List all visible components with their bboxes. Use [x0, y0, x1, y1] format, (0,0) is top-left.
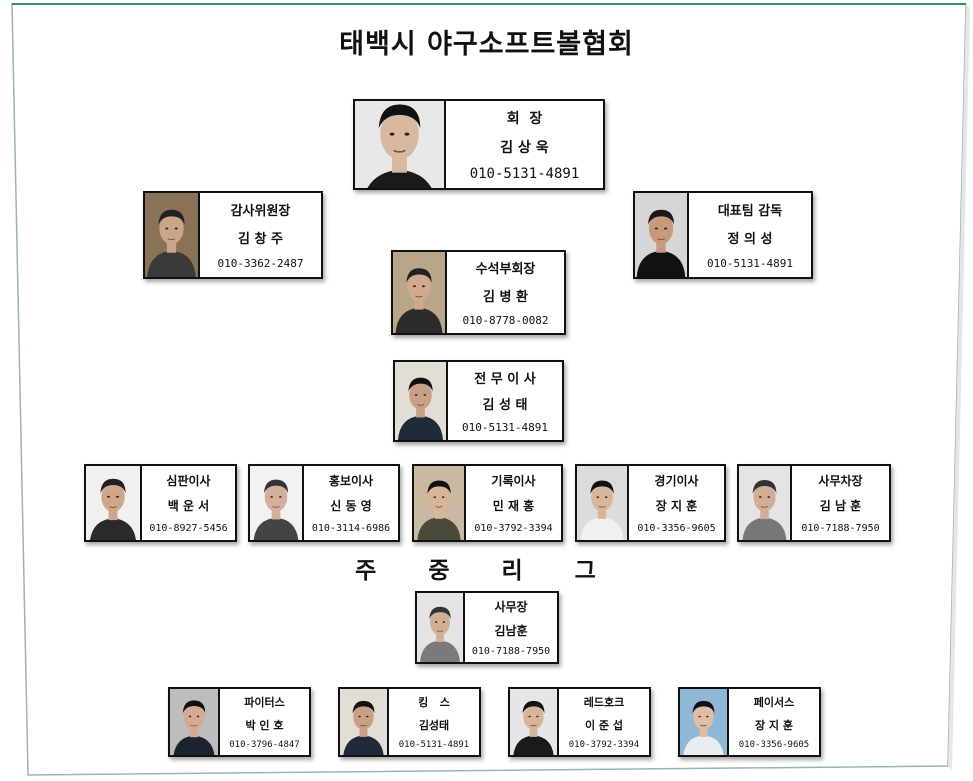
member-role: 감사위원장	[230, 203, 291, 219]
member-phone: 010-3362-2487	[217, 257, 304, 271]
member-phone: 010-3356-9605	[637, 522, 716, 534]
member-photo	[395, 362, 448, 440]
member-photo	[577, 466, 629, 540]
member-name: 백 운 서	[167, 499, 210, 514]
member-phone: 010-3792-3394	[568, 739, 640, 750]
member-photo	[340, 689, 389, 755]
member-photo	[510, 689, 559, 755]
member-phone: 010-7188-7950	[801, 522, 880, 534]
member-role: 수석부회장	[475, 262, 536, 278]
member-phone: 010-3356-9605	[738, 739, 810, 750]
member-role: 사무차장	[818, 474, 863, 489]
member-phone: 010-3114-6986	[311, 522, 391, 534]
member-role: 킹 스	[418, 696, 450, 710]
member-phone: 010-3792-3394	[474, 522, 553, 534]
member-phone: 010-7188-7950	[471, 645, 551, 657]
member-phone: 010-8778-0082	[462, 313, 549, 327]
member-photo	[393, 252, 447, 333]
member-role: 사무장	[494, 600, 528, 615]
member-photo	[739, 466, 792, 540]
member-role: 심판이사	[166, 474, 211, 489]
page-title: 태백시 야구소프트볼협회	[339, 29, 634, 60]
member-phone: 010-5131-4891	[461, 421, 549, 435]
member-phone: 010-5131-4891	[469, 165, 580, 182]
member-role: 기록이사	[491, 474, 536, 489]
member-role: 레드호크	[583, 696, 625, 710]
member-role: 회 장	[506, 110, 543, 127]
member-name: 김남훈	[494, 623, 528, 638]
league-title: 주 중 리 그	[355, 558, 618, 584]
member-photo	[86, 466, 142, 540]
member-photo	[145, 193, 200, 277]
member-photo	[170, 689, 220, 755]
member-phone: 010-5131-4891	[706, 257, 794, 271]
member-name: 김 병 환	[483, 289, 528, 305]
member-name: 민 재 홍	[492, 499, 535, 514]
member-phone: 010-3796-4847	[229, 739, 300, 750]
member-name: 김 상 욱	[500, 139, 549, 156]
member-role: 전 무 이 사	[474, 371, 536, 387]
member-role: 경기이사	[654, 474, 699, 489]
member-name: 박 인 호	[245, 718, 284, 732]
member-photo	[417, 593, 465, 662]
member-name: 장 지 훈	[754, 718, 794, 732]
member-role: 홍보이사	[328, 474, 374, 489]
member-photo	[355, 101, 446, 188]
member-photo	[635, 193, 689, 277]
member-name: 장 지 훈	[655, 499, 698, 514]
member-phone: 010-8927-5456	[149, 522, 228, 534]
member-role: 페이서스	[753, 696, 795, 710]
member-role: 대표팀 감독	[717, 203, 783, 219]
member-photo	[680, 689, 729, 755]
member-phone: 010-5131-4891	[398, 739, 470, 750]
member-name: 정 의 성	[727, 232, 773, 248]
member-photo	[250, 466, 304, 540]
member-role: 파이터스	[244, 696, 285, 710]
member-name: 이 준 섭	[584, 718, 624, 732]
member-name: 김 성 태	[482, 398, 528, 414]
member-name: 김성태	[418, 718, 450, 732]
member-name: 신 동 영	[330, 499, 372, 514]
member-name: 김 창 주	[238, 232, 283, 248]
member-name: 김 남 훈	[819, 499, 862, 514]
member-photo	[414, 466, 466, 540]
